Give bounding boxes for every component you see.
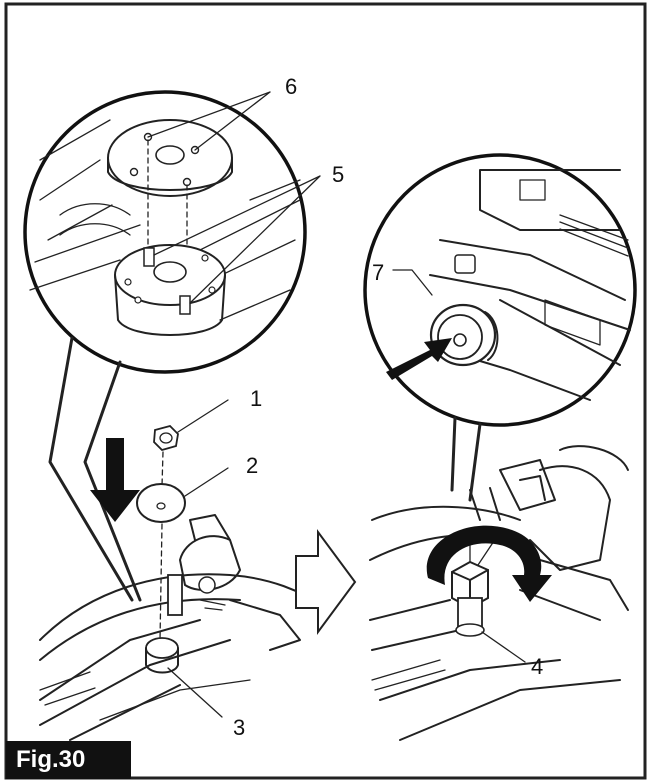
down-arrow [90, 438, 140, 522]
callout-7: 7 [372, 260, 384, 285]
left-detail-circle [23, 90, 307, 602]
callout-3: 3 [233, 715, 245, 740]
callout-2: 2 [246, 453, 258, 478]
step-arrow [295, 528, 357, 636]
right-detail-circle [363, 153, 637, 502]
washer-part [136, 483, 186, 523]
right-saw-base [369, 445, 629, 741]
callout-1: 1 [250, 386, 262, 411]
callout-4: 4 [531, 654, 543, 679]
figure-frame [4, 2, 647, 780]
figure-label: Fig.30 [6, 741, 131, 779]
nut-part [153, 424, 179, 452]
push-arrow [386, 338, 452, 380]
left-saw-base [39, 514, 331, 741]
rotation-arrow [426, 525, 552, 602]
callout-5: 5 [332, 162, 344, 187]
callout-6: 6 [285, 74, 297, 99]
